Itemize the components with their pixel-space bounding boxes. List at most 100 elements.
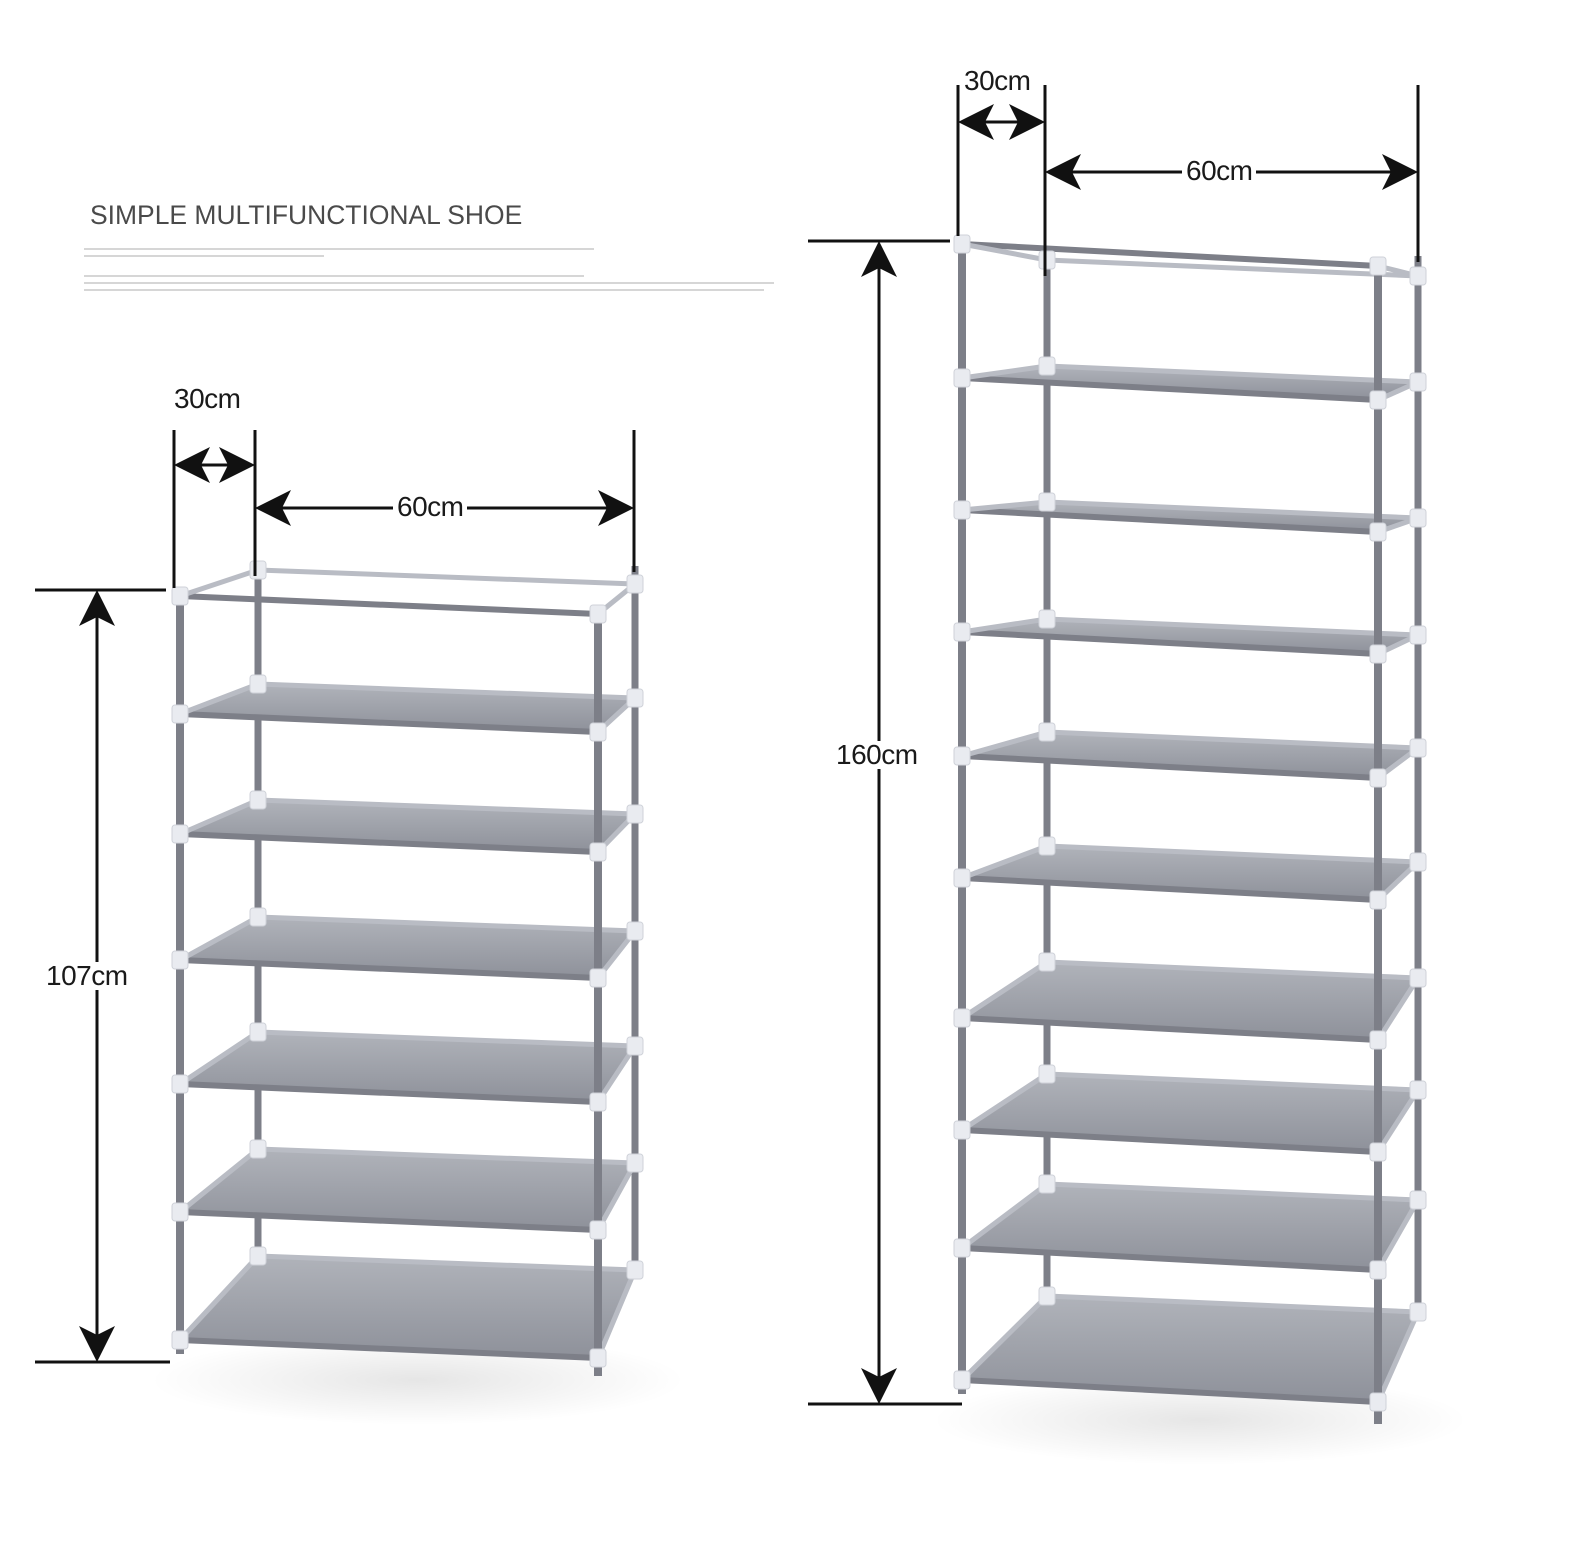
side-rail-left: [960, 1294, 1049, 1382]
side-rail-right: [1375, 976, 1421, 1042]
plastic-connector: [171, 586, 189, 606]
plastic-connector: [1369, 1030, 1387, 1050]
side-rail-left: [178, 1147, 260, 1214]
side-rail-left: [178, 1029, 260, 1087]
plastic-connector: [1409, 266, 1427, 286]
plastic-connector: [1038, 609, 1056, 629]
tall-rack-height-label: 160cm: [832, 741, 922, 769]
plastic-connector: [1038, 1286, 1056, 1306]
back-rail: [257, 1146, 636, 1166]
side-rail-left: [960, 1182, 1049, 1250]
back-rail: [1046, 843, 1419, 865]
plastic-connector: [626, 1036, 644, 1056]
side-rail-left: [179, 681, 259, 717]
filler-text-line: [84, 282, 774, 284]
side-rail-left: [178, 914, 260, 963]
back-rail: [1046, 729, 1419, 751]
plastic-connector: [953, 868, 971, 888]
plastic-connector: [249, 1246, 267, 1266]
filler-text-line: [84, 255, 324, 257]
plastic-connector: [626, 1260, 644, 1280]
filler-text-line: [84, 248, 594, 250]
side-rail-right: [595, 1269, 638, 1359]
plastic-connector: [249, 790, 267, 810]
side-rail-left: [960, 959, 1049, 1021]
plastic-connector: [589, 1092, 607, 1112]
back-rail: [1046, 499, 1419, 521]
side-rail-right: [1375, 1310, 1421, 1404]
filler-text-line: [84, 289, 764, 291]
side-rail-right: [1375, 1088, 1421, 1154]
back-rail: [1046, 616, 1419, 638]
plastic-connector: [171, 1202, 189, 1222]
front-rail: [961, 1015, 1379, 1043]
front-rail: [961, 241, 1379, 269]
plastic-connector: [171, 1330, 189, 1350]
back-rail: [257, 914, 636, 934]
plastic-connector: [1369, 768, 1387, 788]
side-rail-left: [961, 729, 1048, 759]
plastic-connector: [953, 1238, 971, 1258]
plastic-connector: [1038, 1064, 1056, 1084]
front-rail: [179, 593, 599, 617]
plastic-connector: [249, 674, 267, 694]
plastic-connector: [1038, 952, 1056, 972]
plastic-connector: [1409, 852, 1427, 872]
small-rack: [150, 560, 685, 1425]
plastic-connector: [1369, 644, 1387, 664]
plastic-connector: [626, 1153, 644, 1173]
plastic-connector: [171, 704, 189, 724]
front-rail: [961, 629, 1379, 657]
back-rail: [1046, 959, 1419, 981]
plastic-connector: [1038, 492, 1056, 512]
plastic-connector: [589, 604, 607, 624]
tall-rack: [932, 234, 1468, 1465]
plastic-connector: [589, 1348, 607, 1368]
plastic-connector: [1409, 1190, 1427, 1210]
plastic-connector: [1409, 1302, 1427, 1322]
small-rack-depth-label: 30cm: [170, 385, 245, 413]
back-rail: [257, 1029, 636, 1049]
front-rail: [961, 507, 1379, 535]
side-rail-left: [178, 1254, 260, 1342]
back-rail: [1046, 1181, 1419, 1203]
plastic-connector: [1038, 836, 1056, 856]
side-rail-left: [961, 241, 1048, 263]
back-rail: [257, 681, 636, 701]
plastic-connector: [249, 560, 267, 580]
plastic-connector: [953, 622, 971, 642]
front-rail: [961, 753, 1379, 781]
plastic-connector: [1369, 522, 1387, 542]
plastic-connector: [249, 1139, 267, 1159]
plastic-connector: [953, 1120, 971, 1140]
front-rail: [179, 1209, 599, 1233]
back-rail: [257, 1253, 636, 1273]
back-rail: [257, 797, 636, 817]
front-rail: [179, 957, 599, 981]
front-rail: [961, 375, 1379, 403]
plastic-connector: [1369, 890, 1387, 910]
back-rail: [1046, 363, 1419, 385]
plastic-connector: [589, 722, 607, 742]
plastic-connector: [626, 574, 644, 594]
side-rail-right: [595, 1161, 638, 1232]
plastic-connector: [1409, 508, 1427, 528]
front-rail: [961, 1377, 1379, 1405]
plastic-connector: [589, 842, 607, 862]
plastic-connector: [1409, 625, 1427, 645]
plastic-connector: [953, 234, 971, 254]
front-rail: [179, 711, 599, 735]
side-rail-left: [179, 797, 259, 837]
plastic-connector: [249, 1022, 267, 1042]
plastic-connector: [1369, 1392, 1387, 1412]
plastic-connector: [953, 746, 971, 766]
front-rail: [961, 875, 1379, 903]
plastic-connector: [1038, 356, 1056, 376]
front-rail: [961, 1127, 1379, 1155]
side-rail-left: [961, 616, 1048, 635]
plastic-connector: [953, 1008, 971, 1028]
plastic-connector: [1409, 372, 1427, 392]
plastic-connector: [589, 968, 607, 988]
product-heading: SIMPLE MULTIFUNCTIONAL SHOE: [90, 200, 523, 230]
